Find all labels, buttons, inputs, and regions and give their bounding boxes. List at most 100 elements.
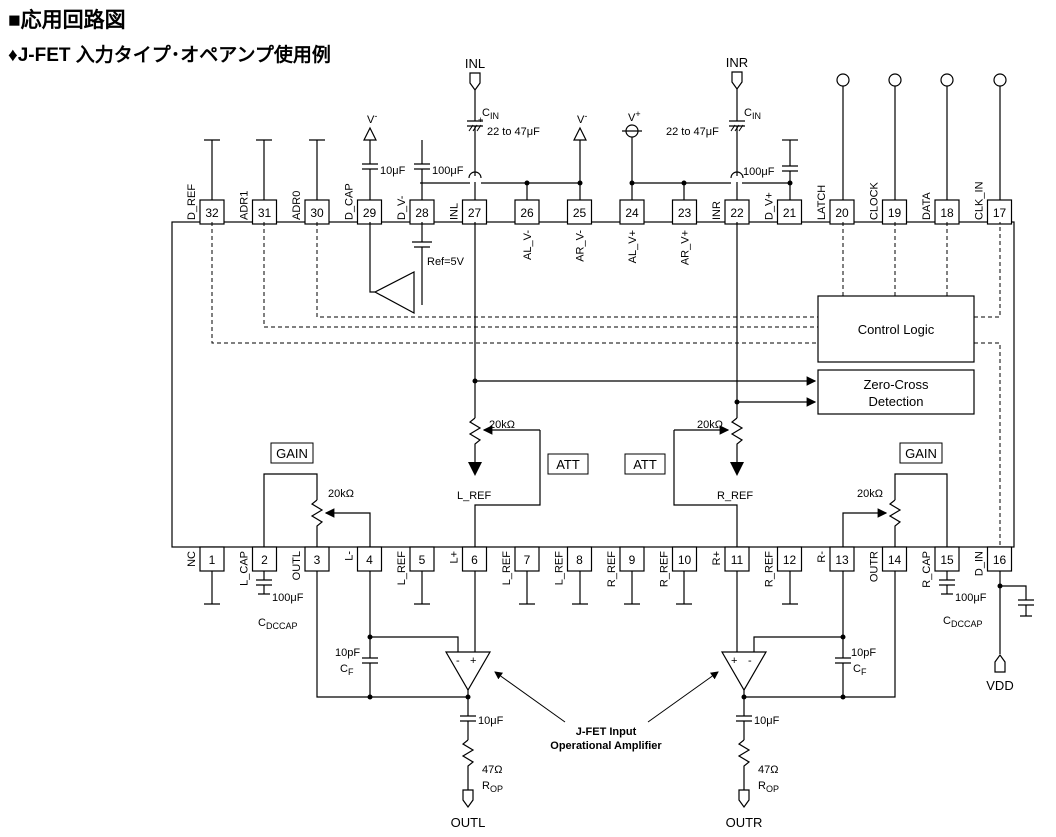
vminus-label-25: V- [577,111,587,126]
bottom-pin: 9R_REF [606,546,645,587]
vdd-terminal [994,653,1006,673]
pin-name: AR_V- [575,230,587,262]
page-subtitle: ♦J-FET 入力タイプ･オペアンプ使用例 [8,45,331,66]
node-right-cf-bot [840,694,846,700]
bottom-pin: 10R_REF [659,546,698,587]
bottom-pin: 13R- [816,546,855,572]
left-ref-arrow [468,462,482,476]
right-gain-res-label: 20kΩ [857,488,883,500]
pin-number: 2 [261,553,268,567]
pin-number: 10 [678,553,692,567]
pin-number: 7 [524,553,531,567]
pin-number: 26 [520,206,534,220]
left-gain-res-label: 20kΩ [328,488,354,500]
inr-wire [729,89,745,200]
dccap-caps [256,571,955,595]
vminus-label-29: V- [367,111,377,126]
internal-signal [474,222,817,418]
bottom-pin: 5 L_REF [396,546,435,586]
pin-name: DATA [921,192,933,220]
pin-name: R_REF [606,551,618,587]
pin-number: 5 [419,553,426,567]
pin-box [566,546,593,572]
pin-box [776,546,803,572]
pin-name: L_REF [501,551,513,586]
right-cf-label: CF [853,663,867,677]
pin-number: 12 [783,553,797,567]
page-title: ■応用回路図 [8,9,126,32]
control-bus-lines [211,222,1001,547]
inl-wire [467,90,483,200]
node-right-cf-top [840,634,846,640]
node-25 [577,180,583,186]
left-opamp-circuit [316,571,492,790]
bottom-pin: 11R+ [711,546,750,572]
vminus-symbol-29 [363,126,377,141]
zero-cross-block [817,369,975,415]
inl-cin-value: 22 to 47μF [487,126,540,138]
cdccap-right: CDCCAP [943,615,982,629]
cap-29-value: 10μF [380,165,406,177]
pin-name: CLOCK [869,181,881,220]
pin-number: 6 [471,553,478,567]
pin-box [619,199,645,225]
top-pin: 19 CLOCK [869,181,908,225]
ref-5v-label: Ref=5V [427,256,465,268]
pin-name: D_V- [396,195,408,220]
control-logic-block [817,295,975,363]
right-op-plus: + [731,655,737,667]
vdd-label: VDD [986,678,1013,693]
node-24 [629,180,635,186]
cap-28-value: 100μF [432,165,464,177]
right-att-resistor [673,417,744,547]
pin-box [514,199,540,225]
jfet-label-2: Operational Amplifier [550,740,662,752]
node-inl-int [472,378,478,384]
inl-cin-plus: + [478,115,483,125]
pin-name: D_REF [186,184,198,220]
left-gain-label: GAIN [276,446,308,461]
pin-name: AL_V- [522,230,534,260]
node-23 [681,180,687,186]
outl-terminal [462,789,474,809]
bottom-pin: 1NC [186,546,225,572]
zero-cross-label-2: Detection [869,394,924,409]
bottom-pin: 16 D_IN [974,546,1013,576]
pin-number: 19 [888,206,902,220]
left-gain-box [270,442,314,464]
pin-name: OUTR [869,551,881,582]
bottom-pin: 12R_REF [764,546,803,587]
pin-number: 15 [940,553,954,567]
right-opamp-circuit [720,571,896,790]
pin-box [514,546,540,572]
top-left-grounds [204,139,798,200]
left-att-resistor [468,417,541,547]
pin-box [934,199,960,225]
bottom-pin: 15R_CAP [921,546,960,588]
pin-name: D_IN [974,551,986,576]
left-rop-label: ROP [482,780,503,794]
right-res-label: 20kΩ [697,419,723,431]
pin-name: D_CAP [344,183,356,220]
node-26 [524,180,530,186]
pin-number: 16 [993,553,1007,567]
pin-name: L_REF [396,551,408,586]
left-op-plus: + [470,655,476,667]
pin-number: 18 [940,206,954,220]
node-inr-int [734,399,740,405]
bottom-pin: 7 L_REF [501,546,540,586]
pin-name: D_V+ [764,192,776,220]
inl-cap-hatch [468,124,482,132]
pin-number: 32 [205,206,219,220]
pin-box [986,199,1013,225]
pin-box [251,546,278,572]
right-att-box [624,453,666,475]
pin-number: 22 [730,206,744,220]
